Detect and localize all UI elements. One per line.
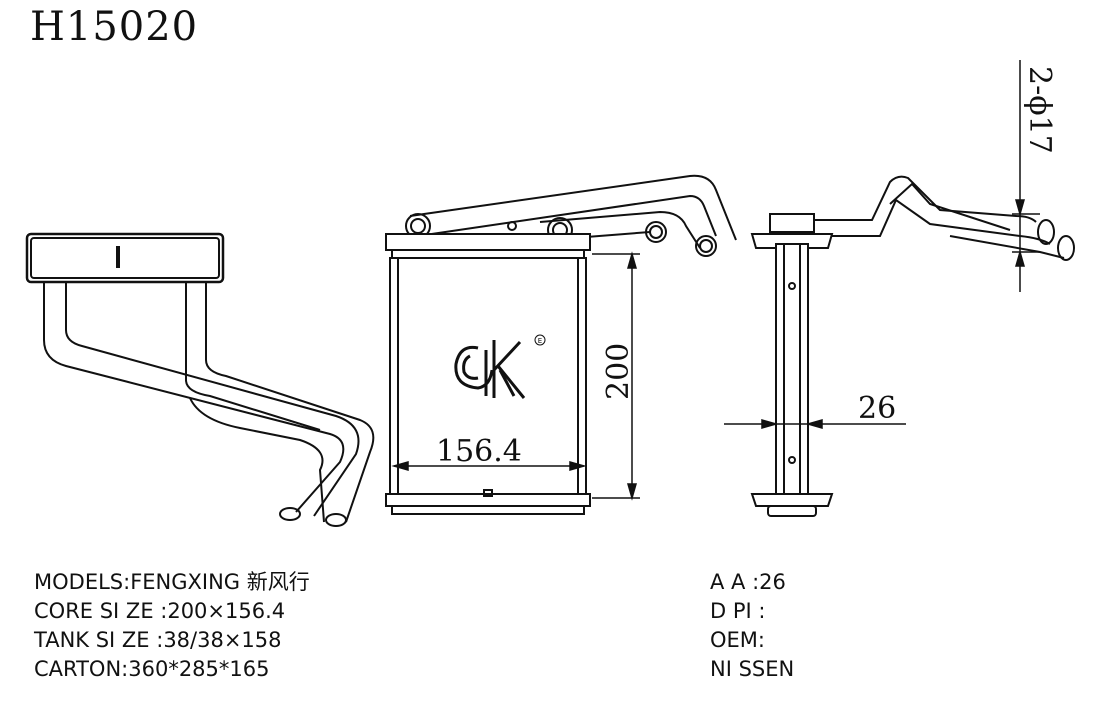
front-view-dimensions xyxy=(391,251,640,501)
side-view-pipe-1 xyxy=(43,282,345,513)
spec-tank-size: TANK SI ZE :38/38×158 xyxy=(34,628,282,652)
brand-logo-mark: E xyxy=(538,337,542,345)
brand-logo xyxy=(454,334,546,399)
width-dimension-label: 156.4 xyxy=(436,434,522,469)
end-view-dimensions xyxy=(724,60,1040,429)
pipe-diameter-label: 2-ϕ17 xyxy=(1022,66,1057,154)
end-view-core xyxy=(775,243,809,495)
spec-oem: OEM: xyxy=(710,628,765,652)
specs-left: MODELS:FENGXING 新风行 CORE SI ZE :200×156.… xyxy=(34,568,310,684)
specs-right: A A :26 D PI : OEM: NI SSEN xyxy=(710,568,794,684)
side-view-pipe-2 xyxy=(185,282,321,431)
spec-aa: A A :26 xyxy=(710,570,786,594)
side-view-tank xyxy=(25,232,225,284)
spec-carton: CARTON:360*285*165 xyxy=(34,657,270,681)
front-view-core xyxy=(389,257,587,495)
height-dimension-label: 200 xyxy=(601,343,636,400)
spec-core-size: CORE SI ZE :200×156.4 xyxy=(34,599,286,623)
spec-brand: NI SSEN xyxy=(710,657,795,681)
side-view xyxy=(25,232,375,527)
depth-dimension-label: 26 xyxy=(858,391,896,426)
spec-dpi: D PI : xyxy=(710,599,766,623)
front-view-top-tank xyxy=(385,233,591,251)
end-view-pipes xyxy=(810,175,1037,223)
front-view: E xyxy=(385,174,737,515)
spec-models: MODELS:FENGXING 新风行 xyxy=(34,570,310,594)
part-number-title: H15020 xyxy=(30,4,199,50)
end-view xyxy=(750,175,1075,517)
front-view-top-pipe xyxy=(409,174,737,241)
